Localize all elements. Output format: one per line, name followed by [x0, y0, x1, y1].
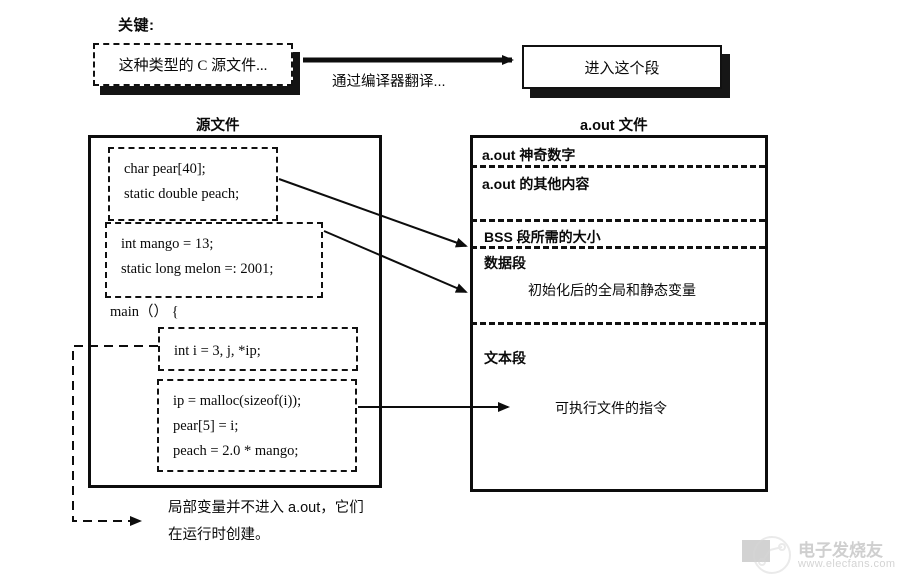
segment-divider: [471, 219, 765, 222]
segment-divider: [471, 165, 765, 168]
segment-label-other-content: a.out 的其他内容: [482, 176, 590, 192]
legend-target-box-label: 进入这个段: [584, 60, 660, 77]
code-line: peach = 2.0 * mango;: [173, 443, 299, 459]
segment-label-magic-number: a.out 神奇数字: [482, 147, 576, 163]
bottom-note-line: 局部变量并不进入 a.out，它们: [168, 500, 364, 516]
bottom-note: 局部变量并不进入 a.out，它们 在运行时创建。: [168, 495, 364, 549]
code-line: ip = malloc(sizeof(i));: [173, 393, 302, 409]
code-line: static long melon =: 2001;: [121, 261, 274, 277]
code-block-statements: ip = malloc(sizeof(i)); pear[5] = i; pea…: [157, 379, 357, 472]
aout-panel-title: a.out 文件: [580, 118, 648, 134]
code-line: static double peach;: [124, 186, 240, 202]
code-line: int mango = 13;: [121, 236, 214, 252]
bottom-note-line: 在运行时创建。: [168, 527, 270, 543]
legend-arrow-label: 通过编译器翻译...: [332, 74, 446, 90]
legend-source-box-label: 这种类型的 C 源文件...: [118, 58, 268, 74]
source-panel-title: 源文件: [196, 118, 240, 134]
segment-label-text: 文本段: [484, 350, 526, 366]
code-line: char pear[40];: [124, 161, 206, 177]
code-block-globals: char pear[40]; static double peach;: [108, 147, 278, 221]
code-line: int i = 3, j, *ip;: [174, 343, 261, 359]
segment-divider: [471, 322, 765, 325]
segment-label-bss: BSS 段所需的大小: [484, 229, 601, 245]
code-block-locals: int i = 3, j, *ip;: [158, 327, 358, 371]
segment-sublabel-data: 初始化后的全局和静态变量: [528, 282, 696, 298]
watermark-brand: 电子发烧友: [798, 541, 883, 560]
code-block-initialized: int mango = 13; static long melon =: 200…: [105, 222, 323, 298]
watermark-block: [742, 540, 770, 562]
main-function-declaration: main（） {: [110, 304, 179, 320]
segment-label-data: 数据段: [484, 255, 526, 271]
watermark-url: www.elecfans.com: [798, 558, 896, 570]
legend-source-box: 这种类型的 C 源文件...: [93, 43, 293, 86]
legend-target-box: 进入这个段: [522, 45, 722, 89]
watermark-logo-icon: [753, 536, 791, 574]
aout-file-panel: [470, 135, 768, 492]
code-line: pear[5] = i;: [173, 418, 239, 434]
segment-sublabel-text: 可执行文件的指令: [555, 400, 667, 416]
segment-divider: [471, 246, 765, 249]
legend-title: 关键:: [118, 17, 155, 34]
